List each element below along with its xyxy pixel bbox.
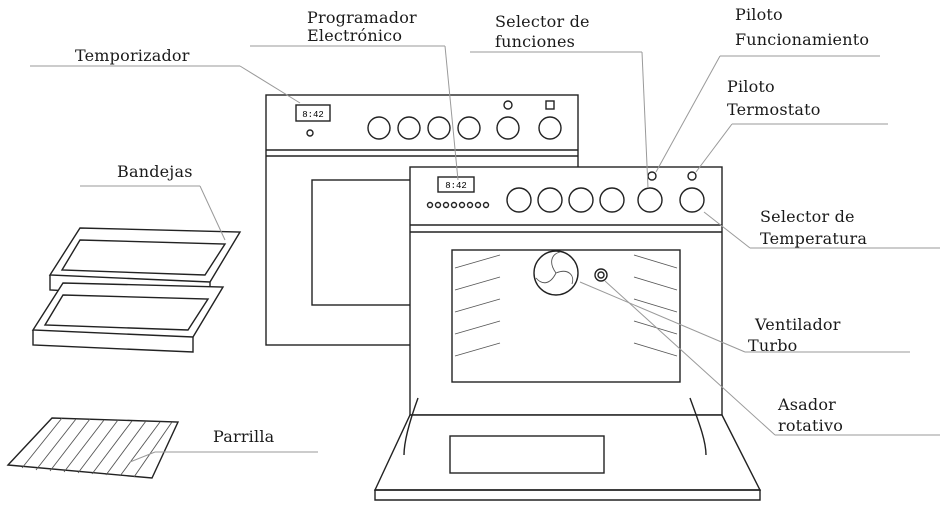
label-ventilador-line2: Turbo — [748, 336, 798, 356]
label-bandejas: Bandejas — [117, 162, 193, 182]
label-selector-funciones-line2: funciones — [495, 32, 575, 52]
label-parrilla: Parrilla — [213, 427, 274, 447]
label-selector-temperatura-line1: Selector de — [760, 207, 855, 227]
label-ventilador-line1: Ventilador — [755, 315, 841, 335]
front-clock-display: 8:42 — [445, 181, 467, 191]
label-asador-line2: rotativo — [778, 416, 843, 436]
label-temporizador: Temporizador — [75, 46, 190, 66]
label-piloto-termostato-line2: Termostato — [727, 100, 821, 120]
label-selector-temperatura-line2: Temperatura — [760, 229, 867, 249]
trays-icon — [33, 228, 240, 352]
label-piloto-termostato-line1: Piloto — [727, 77, 775, 97]
grill-icon — [8, 418, 178, 478]
label-programador-line1: Programador — [307, 8, 417, 28]
label-piloto-funcionamiento-line2: Funcionamiento — [735, 30, 869, 50]
label-programador-line2: Electrónico — [307, 26, 402, 46]
label-asador-line1: Asador — [778, 395, 836, 415]
label-selector-funciones-line1: Selector de — [495, 12, 590, 32]
label-piloto-funcionamiento-line1: Piloto — [735, 5, 783, 25]
back-clock-display: 8:42 — [302, 110, 324, 120]
